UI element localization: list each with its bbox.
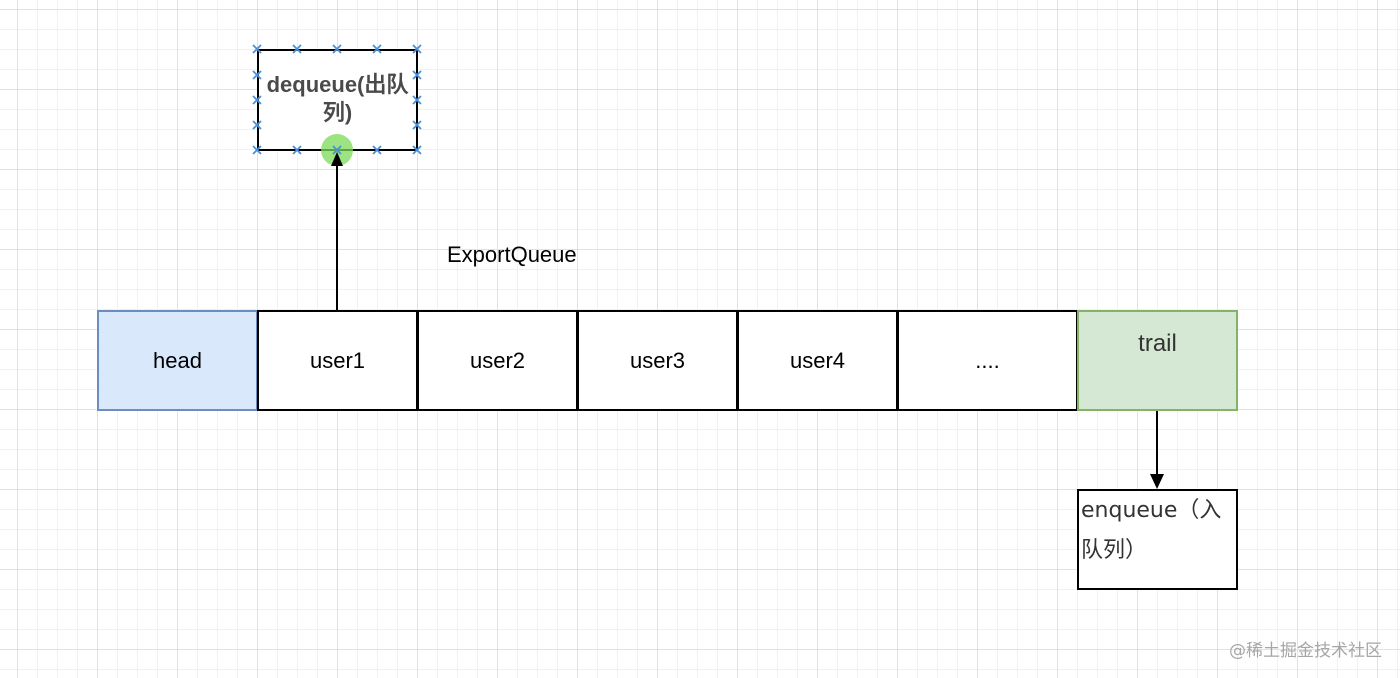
handle-left-2[interactable] xyxy=(252,95,262,105)
cell-user4[interactable]: user4 xyxy=(737,310,898,411)
handle-bottom-3[interactable] xyxy=(332,145,342,155)
handle-top-1[interactable] xyxy=(252,44,262,54)
handle-bottom-5[interactable] xyxy=(412,145,422,155)
dequeue-arrowhead xyxy=(331,152,343,166)
cell-user2-label: user2 xyxy=(469,347,526,373)
cell-trail-label: trail xyxy=(1138,330,1177,357)
cell-user3-label: user3 xyxy=(629,347,686,373)
handle-top-2[interactable] xyxy=(292,44,302,54)
cell-user1-label: user1 xyxy=(309,347,366,373)
dequeue-box[interactable]: dequeue(出队 列) xyxy=(257,49,418,151)
dequeue-label-line1: dequeue(出队 xyxy=(266,72,409,97)
cell-user3[interactable]: user3 xyxy=(577,310,738,411)
handle-bottom-4[interactable] xyxy=(372,145,382,155)
cell-ellipsis-label: .... xyxy=(975,347,1000,373)
handle-right-2[interactable] xyxy=(412,95,422,105)
handle-left-1[interactable] xyxy=(252,70,262,80)
handle-bottom-1[interactable] xyxy=(252,145,262,155)
enqueue-arrowhead xyxy=(1150,474,1164,489)
enqueue-box[interactable]: enqueue（入队列） xyxy=(1077,489,1238,590)
cell-user4-label: user4 xyxy=(789,347,846,373)
handle-bottom-2[interactable] xyxy=(292,145,302,155)
handle-right-1[interactable] xyxy=(412,70,422,80)
handle-top-4[interactable] xyxy=(372,44,382,54)
handle-top-5[interactable] xyxy=(412,44,422,54)
cell-ellipsis[interactable]: .... xyxy=(897,310,1078,411)
queue-title: ExportQueue xyxy=(447,242,577,267)
dequeue-label: dequeue(出队 列) xyxy=(267,71,409,127)
dequeue-label-line2: 列) xyxy=(322,100,353,125)
selection-handles[interactable] xyxy=(252,44,422,155)
handle-left-3[interactable] xyxy=(252,120,262,130)
cell-user1[interactable]: user1 xyxy=(257,310,418,411)
cell-head[interactable]: head xyxy=(97,310,258,411)
cell-trail[interactable]: trail xyxy=(1077,310,1238,411)
cell-head-label: head xyxy=(153,347,202,373)
handle-right-3[interactable] xyxy=(412,120,422,130)
watermark: @稀土掘金技术社区 xyxy=(1229,641,1382,661)
handle-top-3[interactable] xyxy=(332,44,342,54)
enqueue-label: enqueue（入队列） xyxy=(1081,498,1222,563)
